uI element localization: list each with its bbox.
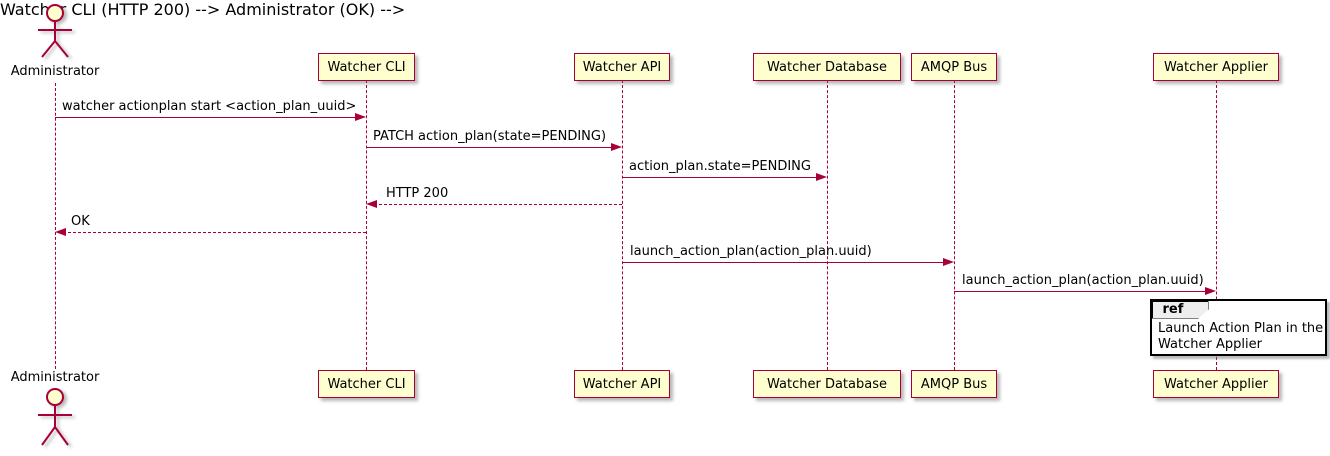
message-5-arrowhead [55,228,66,236]
participant-watcher-api-bottom: Watcher API [574,370,670,398]
message-2-label: PATCH action_plan(state=PENDING) [373,129,607,144]
message-3-arrowhead [816,173,827,181]
message-7-arrowhead [1205,287,1216,295]
lifeline-administrator [55,83,56,369]
actor-administrator-top [29,3,81,63]
participant-watcher-api-top: Watcher API [574,53,670,81]
lifeline-watcher-cli [366,80,367,370]
message-3-line [622,177,824,178]
message-5-line [58,232,366,233]
message-4-label: HTTP 200 [386,186,449,201]
ref-fragment: ref Launch Action Plan in the Watcher Ap… [1150,299,1327,356]
ref-fragment-keyword: ref [1151,300,1209,319]
ref-fragment-text-line2: Watcher Applier [1158,337,1262,352]
message-7-line [954,291,1213,292]
actor-figure-icon [38,4,72,58]
message-4-arrowhead [366,200,377,208]
message-6-arrowhead [943,258,954,266]
participant-watcher-cli-bottom: Watcher CLI [318,370,415,398]
actor-administrator-bottom [29,387,81,453]
actor-label-administrator-bottom: Administrator [10,370,100,385]
actor-label-administrator-top: Administrator [10,64,100,79]
participant-amqp-bus-top: AMQP Bus [911,53,997,81]
message-5-label: OK [71,214,90,229]
ref-fragment-text-line1: Launch Action Plan in the [1158,321,1324,336]
message-2-line [366,147,619,148]
message-1-line [55,117,363,118]
message-1-arrowhead [355,113,366,121]
participant-watcher-applier-bottom: Watcher Applier [1153,370,1279,398]
message-6-label: launch_action_plan(action_plan.uuid) [630,244,872,259]
participant-watcher-database-top: Watcher Database [753,53,901,81]
participant-amqp-bus-bottom: AMQP Bus [911,370,997,398]
lifeline-watcher-applier [1216,80,1217,370]
message-4-line [369,204,622,205]
participant-watcher-applier-top: Watcher Applier [1153,53,1279,81]
message-2-arrowhead [611,143,622,151]
message-6-line [622,262,951,263]
message-3-label: action_plan.state=PENDING [629,159,811,174]
message-1-label: watcher actionplan start <action_plan_uu… [62,99,357,114]
ref-fragment-text: Launch Action Plan in the Watcher Applie… [1158,321,1323,353]
actor-figure-icon [38,388,72,446]
participant-watcher-cli-top: Watcher CLI [318,53,415,81]
lifeline-watcher-api [622,80,623,370]
message-7-label: launch_action_plan(action_plan.uuid) [962,273,1204,288]
lifeline-watcher-database [827,80,828,370]
lifeline-amqp-bus [954,80,955,370]
participant-watcher-database-bottom: Watcher Database [753,370,901,398]
